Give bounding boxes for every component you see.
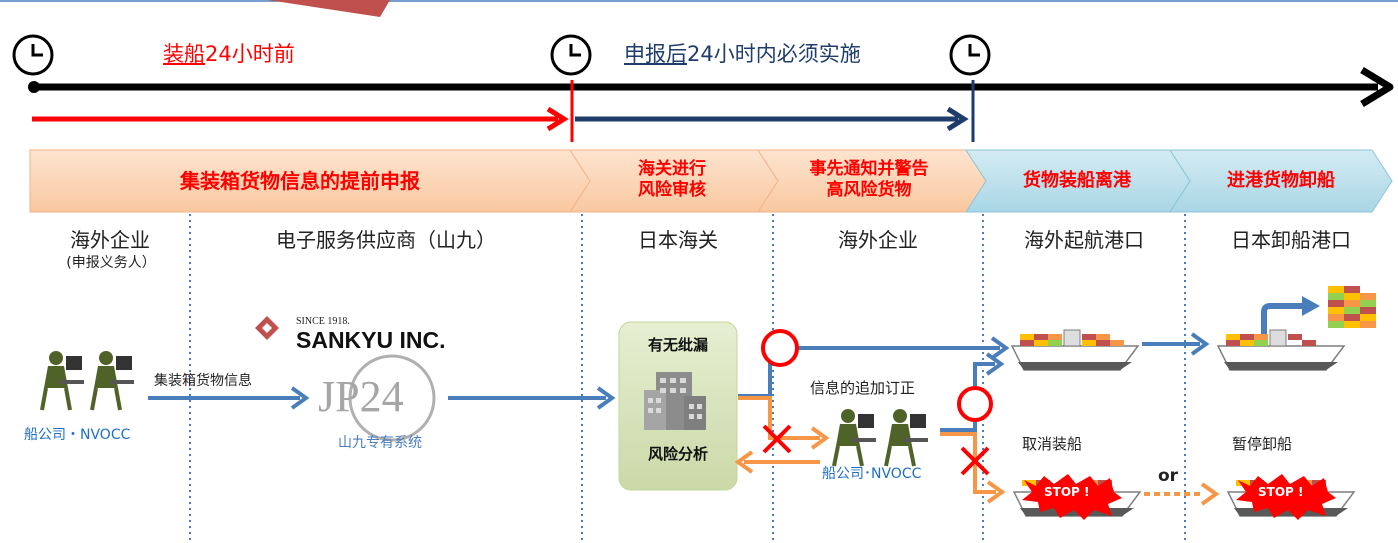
arrowhead bbox=[986, 480, 1006, 504]
arrowhead bbox=[734, 450, 754, 474]
ok-circle bbox=[957, 386, 993, 422]
label-after-filing-rest: 24小时内必须实施 bbox=[687, 42, 861, 66]
phase-label-notice: 事先通知并警告高风险货物 bbox=[774, 159, 964, 201]
container-ship-icon bbox=[1216, 329, 1346, 371]
column-japan-customs: 日本海关 bbox=[638, 228, 718, 252]
label-after-filing: 申报后24小时内必须实施 bbox=[624, 44, 861, 65]
column-overseas-company-sub: (申报义务人） bbox=[66, 255, 156, 271]
arrowhead bbox=[1190, 332, 1210, 356]
clock-icon bbox=[949, 34, 991, 76]
label-cargo-info: 集装箱货物信息 bbox=[154, 373, 252, 389]
range-arrowhead-navy bbox=[946, 106, 969, 132]
label-after-filing-underlined: 申报后 bbox=[624, 42, 687, 66]
stopped-ship-icon bbox=[1012, 474, 1142, 520]
operator-icon bbox=[40, 351, 84, 411]
label-correction: 信息的追加订正 bbox=[810, 379, 916, 397]
label-before-loading: 装船24小时前 bbox=[163, 44, 295, 65]
unload-arrow bbox=[1261, 303, 1306, 334]
label-system: 山九专有系统 bbox=[338, 435, 422, 451]
column-unloading-port: 日本卸船港口 bbox=[1231, 228, 1351, 252]
corner-arrow bbox=[268, 0, 390, 17]
phase-label-line: 风险审核 bbox=[638, 180, 706, 200]
ng-cross bbox=[762, 424, 792, 454]
phase-label-loading: 货物装船离港 bbox=[1023, 170, 1131, 191]
label-carrier: 船公司・NVOCC bbox=[24, 427, 131, 443]
container-ship-icon bbox=[1010, 329, 1140, 371]
operator-icon bbox=[884, 409, 928, 467]
arrowhead bbox=[985, 352, 1005, 376]
arrowhead bbox=[1200, 482, 1220, 506]
label-cancel-loading: 取消装船 bbox=[1022, 435, 1083, 453]
phase-label-line: 海关进行 bbox=[638, 159, 706, 179]
jp24-logo bbox=[348, 354, 436, 442]
phase-label-advance-filing: 集装箱货物信息的提前申报 bbox=[180, 169, 420, 193]
stopped-ship-icon bbox=[1226, 474, 1356, 520]
label-carrier-2: 船公司･NVOCC bbox=[822, 466, 922, 482]
route-to-correction bbox=[738, 396, 820, 440]
phase-label-line: 事先通知并警告 bbox=[809, 159, 929, 179]
label-suspend-unloading: 暂停卸船 bbox=[1232, 435, 1293, 453]
stop-label: STOP ! bbox=[1044, 485, 1090, 499]
phase-label-line: 高风险货物 bbox=[826, 180, 912, 200]
arrowhead bbox=[596, 386, 616, 410]
clock-icon bbox=[550, 34, 592, 76]
column-provider: 电子服务供应商（山九） bbox=[276, 228, 496, 252]
label-before-loading-underlined: 装船 bbox=[163, 42, 205, 66]
operator-icon bbox=[90, 351, 134, 411]
label-before-loading-rest: 24小时前 bbox=[205, 42, 295, 66]
column-departure-port: 海外起航港口 bbox=[1024, 228, 1144, 252]
column-overseas-company: 海外企业 bbox=[70, 228, 150, 252]
label-sankyu: SANKYU INC. bbox=[296, 327, 446, 353]
risk-top-label: 有无纰漏 bbox=[647, 336, 708, 354]
ok-circle bbox=[761, 329, 799, 367]
label-since: SINCE 1918. bbox=[296, 316, 350, 327]
risk-bottom-label: 风险分析 bbox=[647, 445, 708, 463]
arrowhead bbox=[990, 336, 1010, 360]
column-overseas-company-2: 海外企业 bbox=[838, 228, 918, 252]
operator-icon bbox=[832, 409, 876, 467]
timeline-start-dot bbox=[28, 81, 40, 93]
timeline-arrowhead bbox=[1360, 67, 1394, 107]
container-stack-icon bbox=[1328, 286, 1376, 328]
stop-label: STOP ! bbox=[1258, 485, 1304, 499]
clock-icon bbox=[12, 34, 54, 76]
range-arrowhead-red bbox=[546, 106, 569, 132]
ng-cross bbox=[960, 446, 990, 476]
column-dividers bbox=[189, 214, 1186, 543]
phase-unloading bbox=[1169, 149, 1393, 213]
arrowhead bbox=[810, 426, 830, 450]
label-or: or bbox=[1158, 466, 1179, 486]
phase-label-unloading: 进港货物卸船 bbox=[1227, 170, 1335, 191]
building-icon bbox=[644, 372, 706, 430]
arrowhead bbox=[290, 386, 310, 410]
label-jp24: JP24 bbox=[318, 372, 404, 421]
phase-label-risk-review: 海关进行风险审核 bbox=[588, 159, 756, 201]
sankyu-logo bbox=[255, 316, 279, 340]
arrowhead bbox=[1302, 296, 1320, 316]
